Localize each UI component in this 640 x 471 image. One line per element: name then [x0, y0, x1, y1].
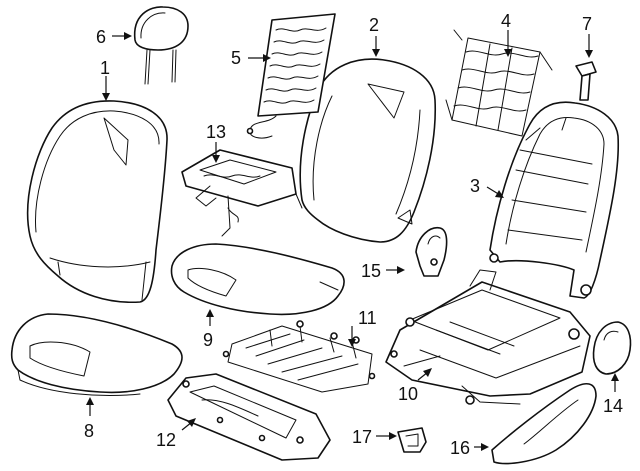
part-16-side-shield [491, 383, 597, 465]
callout-2-label: 2 [369, 15, 379, 35]
callout-15-arrowhead [397, 266, 405, 274]
callout-16: 16 [450, 438, 489, 458]
callout-16-arrowhead [481, 443, 489, 451]
callout-1-label: 1 [100, 58, 110, 78]
part-15-bracket [415, 227, 448, 277]
callout-6-arrowhead [124, 32, 132, 40]
callout-5-label: 5 [231, 48, 241, 68]
callout-3-arrowhead [495, 190, 504, 198]
callout-10-label: 10 [398, 384, 418, 404]
part-2-seatback-panel [299, 58, 437, 243]
callout-2: 2 [369, 15, 380, 57]
callout-14-arrowhead [611, 373, 619, 381]
callout-17: 17 [352, 427, 397, 447]
callout-9-label: 9 [203, 330, 213, 350]
callout-13-label: 13 [206, 122, 226, 142]
callout-4: 4 [501, 11, 512, 57]
callout-9: 9 [203, 309, 214, 350]
callout-17-arrowhead [389, 432, 397, 440]
part-17-clip [397, 427, 427, 453]
part-8-cushion-cover [10, 313, 183, 396]
part-6-headrest [134, 6, 189, 85]
part-5-heating-pad [246, 13, 336, 139]
callout-4-label: 4 [501, 11, 511, 31]
callout-8-label: 8 [84, 421, 94, 441]
callout-6-label: 6 [96, 27, 106, 47]
part-10-seat-track [385, 269, 591, 405]
part-1-seatback-cover [26, 100, 168, 304]
callout-13: 13 [206, 122, 226, 163]
callout-10-arrowhead [423, 368, 432, 377]
part-3-seatback-frame [489, 101, 620, 299]
callout-9-arrowhead [206, 309, 214, 317]
callout-3: 3 [470, 176, 504, 198]
callout-1-arrowhead [102, 93, 110, 101]
part-4-spring-mat [445, 29, 553, 137]
callout-14-label: 14 [603, 396, 623, 416]
callout-11: 11 [348, 308, 377, 347]
callout-7-label: 7 [582, 14, 592, 34]
callout-8-arrowhead [86, 397, 94, 405]
callout-13-arrowhead [212, 155, 220, 163]
callout-15: 15 [361, 261, 405, 281]
callout-10: 10 [398, 368, 432, 404]
part-9-cushion-pad [170, 243, 345, 316]
callout-7-arrowhead [585, 50, 593, 58]
part-11-cushion-springs [222, 320, 376, 393]
callout-6: 6 [96, 27, 132, 47]
part-7-guide-sleeve [575, 61, 597, 101]
part-14-recliner-cover [592, 321, 632, 375]
part-12-seat-base [167, 373, 331, 461]
callout-15-label: 15 [361, 261, 381, 281]
callout-3-label: 3 [470, 176, 480, 196]
callout-12: 12 [156, 418, 196, 450]
callout-11-label: 11 [358, 308, 377, 328]
callout-12-label: 12 [156, 430, 176, 450]
callout-17-label: 17 [352, 427, 372, 447]
callout-5: 5 [231, 48, 271, 68]
callout-2-arrowhead [372, 49, 380, 57]
part-13-heater-module [181, 149, 303, 237]
callout-1: 1 [100, 58, 110, 101]
callout-16-label: 16 [450, 438, 470, 458]
callout-8: 8 [84, 397, 94, 441]
callout-14: 14 [603, 373, 623, 416]
callout-12-arrowhead [187, 418, 196, 427]
callout-5-arrowhead [263, 54, 271, 62]
callout-4-arrowhead [504, 49, 512, 57]
callout-7: 7 [582, 14, 593, 58]
callout-11-arrowhead [348, 339, 356, 347]
